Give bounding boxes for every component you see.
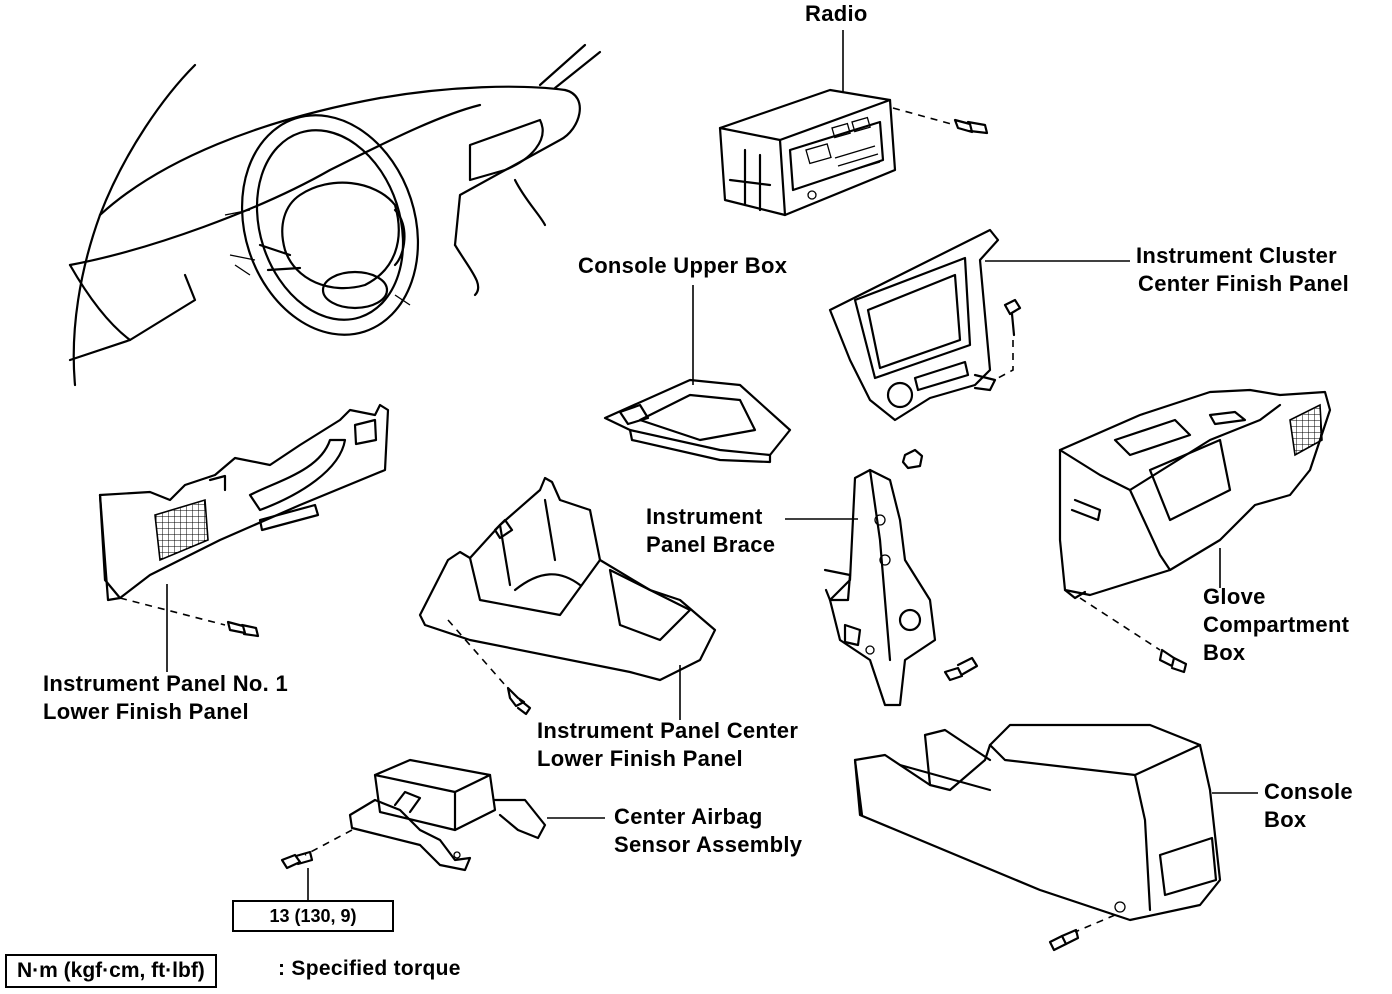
label-center-lower-line1: Instrument Panel Center xyxy=(537,718,799,743)
console-box-illustration xyxy=(853,723,1222,922)
airbag-sensor-bolt xyxy=(280,829,353,870)
center-lower-finish-panel-illustration xyxy=(418,476,717,682)
label-glove-line3: Box xyxy=(1203,640,1246,665)
lower-finish-panel-no1-screw xyxy=(119,597,260,638)
radio-bolt xyxy=(892,107,989,135)
label-glove-line2: Compartment xyxy=(1203,612,1350,637)
label-airbag-line1: Center Airbag xyxy=(614,804,763,829)
cluster-panel-screw xyxy=(997,298,1022,379)
label-cluster-panel-line2: Center Finish Panel xyxy=(1138,271,1350,296)
label-cluster-panel-line1: Instrument Cluster xyxy=(1136,243,1337,268)
torque-legend-description: : Specified torque xyxy=(278,957,461,980)
brace-nut xyxy=(901,448,924,470)
label-glove-line1: Glove xyxy=(1203,584,1266,609)
radio-illustration xyxy=(718,88,897,217)
glove-compartment-box-illustration xyxy=(1058,388,1332,600)
label-airbag-line2: Sensor Assembly xyxy=(614,832,803,857)
torque-units-legend-box: N·m (kgf·cm, ft·lbf) xyxy=(5,954,217,988)
label-radio: Radio xyxy=(805,1,868,26)
instrument-panel-brace-illustration xyxy=(823,468,937,707)
label-console-box-line2: Box xyxy=(1264,807,1307,832)
lower-finish-panel-no1-illustration xyxy=(98,403,390,602)
label-brace-line1: Instrument xyxy=(646,504,763,529)
center-airbag-sensor-illustration xyxy=(348,758,547,872)
label-console-upper-box: Console Upper Box xyxy=(578,253,788,278)
console-box-screw xyxy=(1048,914,1116,952)
center-lower-finish-panel-screw xyxy=(447,619,532,716)
label-console-box-line1: Console xyxy=(1264,779,1353,804)
glove-box-screw xyxy=(1079,597,1188,674)
label-lower-panel-line2: Lower Finish Panel xyxy=(43,699,249,724)
dashboard-overview-illustration xyxy=(68,43,602,387)
label-lower-panel-line1: Instrument Panel No. 1 xyxy=(43,671,288,696)
torque-spec-box: 13 (130, 9) xyxy=(232,900,394,932)
brace-bolt xyxy=(943,656,979,682)
console-upper-box-illustration xyxy=(603,378,792,464)
cluster-center-finish-panel-illustration xyxy=(828,228,1000,422)
label-brace-line2: Panel Brace xyxy=(646,532,776,557)
label-center-lower-line2: Lower Finish Panel xyxy=(537,746,743,771)
